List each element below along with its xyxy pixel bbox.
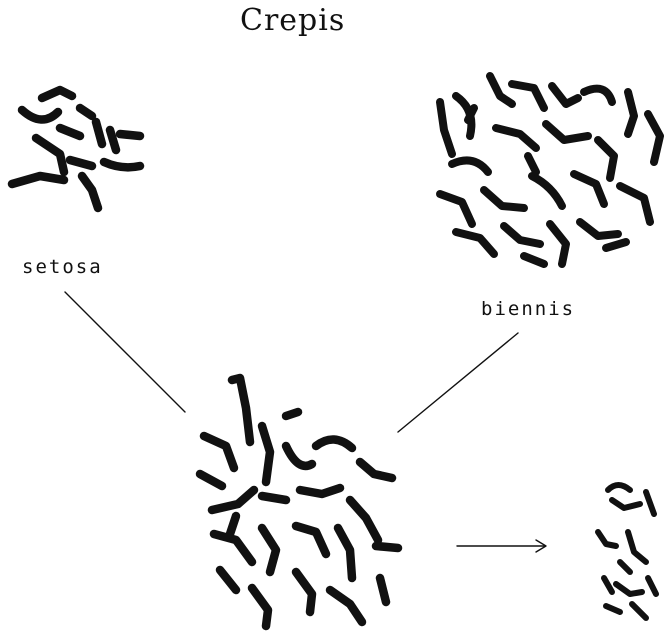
connector-line-setosa bbox=[65, 292, 185, 412]
chromosome-cluster-hybrid bbox=[200, 378, 398, 626]
connector-line-biennis bbox=[398, 333, 518, 432]
chromosome-cluster-setosa bbox=[12, 90, 140, 208]
chromosome-cluster-small bbox=[598, 485, 656, 618]
chromosome-cluster-biennis bbox=[440, 76, 660, 264]
arrow bbox=[457, 540, 546, 552]
